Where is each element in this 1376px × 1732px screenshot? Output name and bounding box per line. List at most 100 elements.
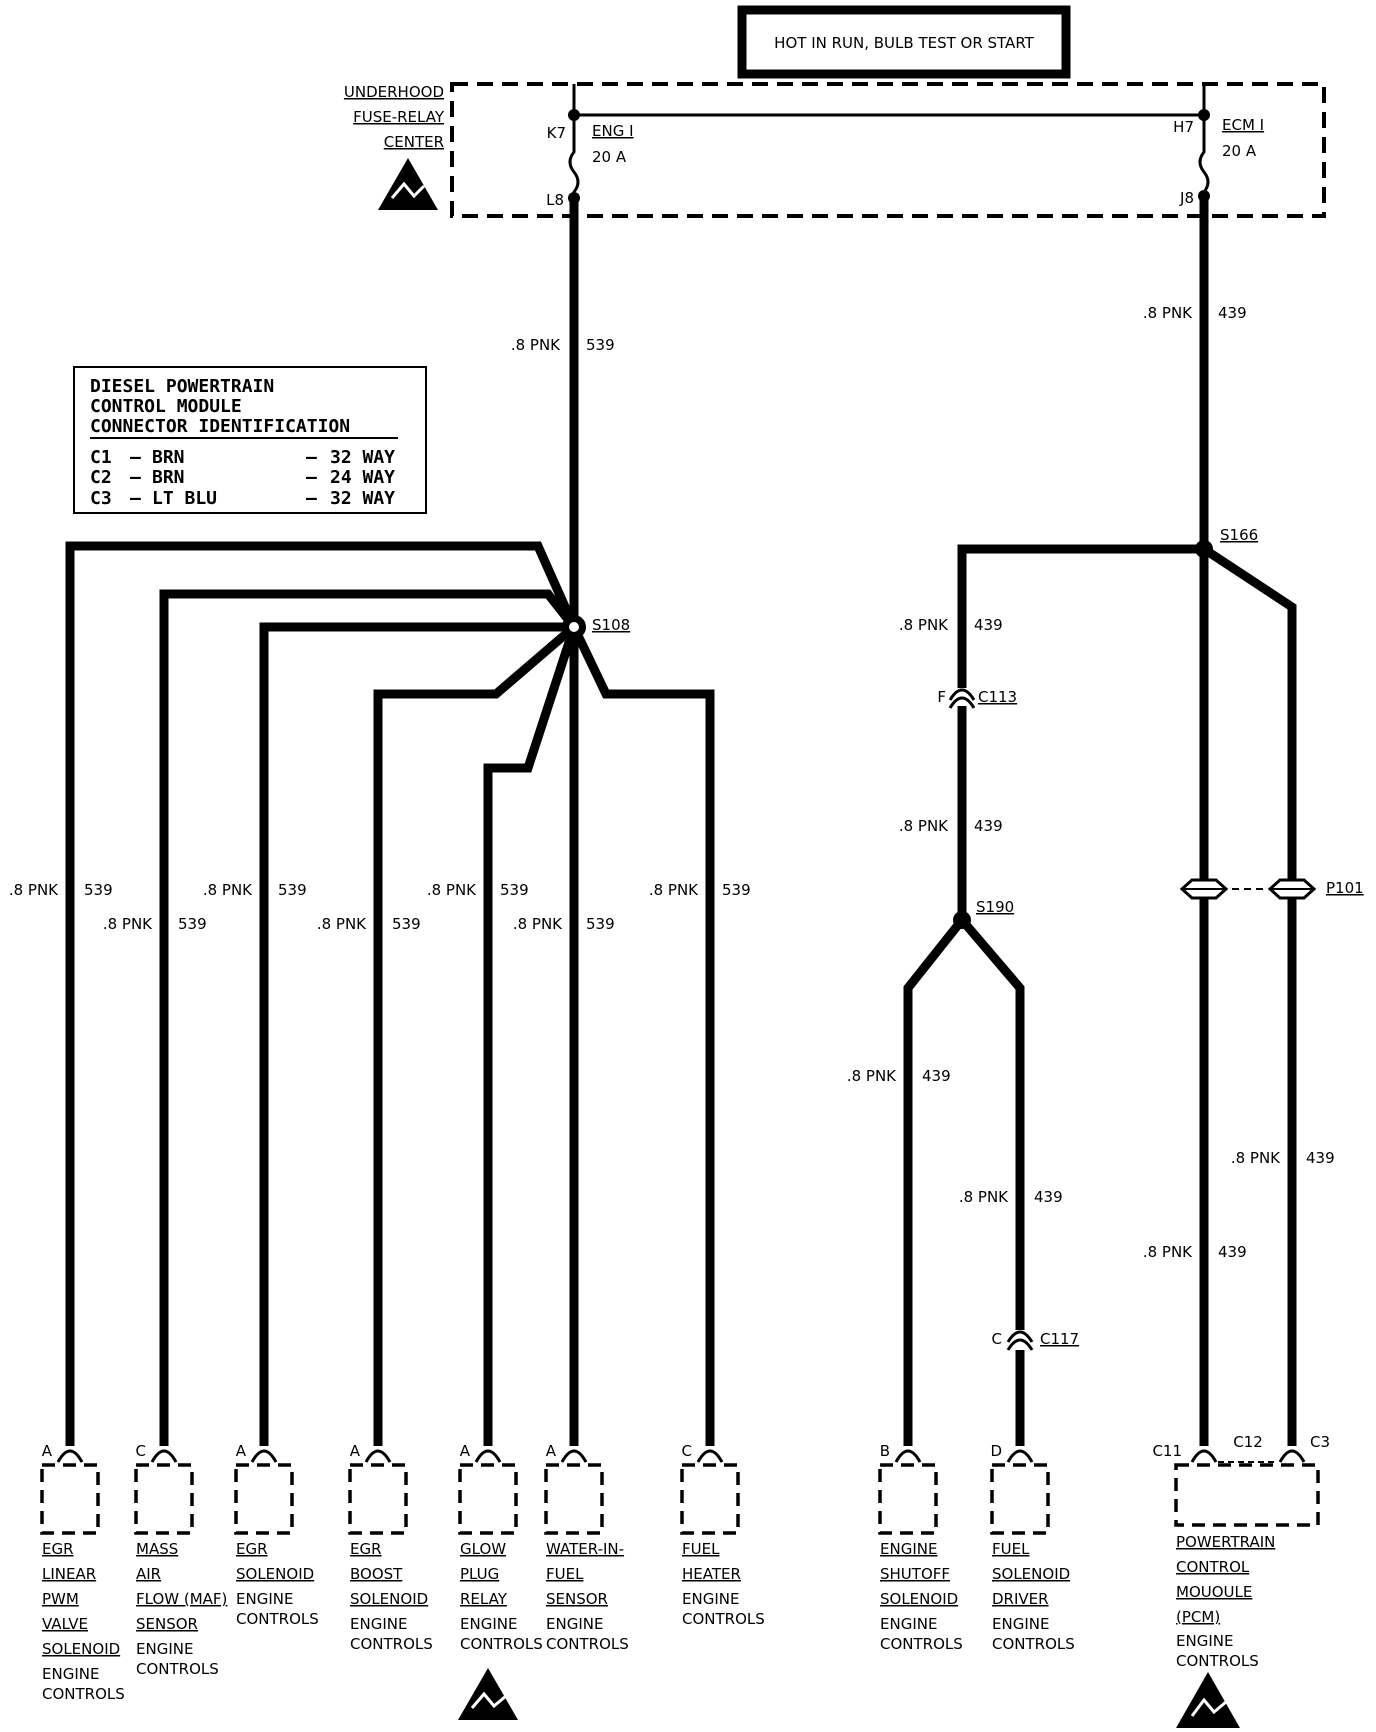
component-name-line: SOLENOID	[350, 1590, 428, 1608]
component-sub-line: CONTROLS	[42, 1685, 125, 1703]
component-body	[544, 1463, 604, 1535]
svg-text:–: –	[306, 467, 317, 488]
wire-color-fuel-solenoid: .8 PNK	[959, 1188, 1009, 1206]
wire-color-pcm-c11: .8 PNK	[1143, 1243, 1193, 1261]
pcm-sub-1: ENGINE	[1176, 1632, 1233, 1650]
component-body	[990, 1463, 1050, 1535]
component-sub-line: CONTROLS	[460, 1635, 543, 1653]
wire-color-shutoff: .8 PNK	[847, 1067, 897, 1085]
circuit-main-539: 539	[586, 336, 615, 354]
wire-color-main-539: .8 PNK	[511, 336, 561, 354]
legend-row3-ways: 32 WAY	[330, 488, 395, 509]
component-sub-line: ENGINE	[682, 1590, 739, 1608]
svg-text:–: –	[130, 447, 141, 468]
component-name-line: EGR	[350, 1540, 382, 1558]
passthrough-p101: P101	[1179, 878, 1364, 900]
wire-color-439-a: .8 PNK	[899, 616, 949, 634]
pin-label: B	[880, 1442, 890, 1460]
component-name-line: HEATER	[682, 1565, 741, 1583]
component-sub-line: ENGINE	[546, 1615, 603, 1633]
svg-text:–: –	[306, 488, 317, 509]
pcm-pin-c12: C12	[1233, 1433, 1263, 1451]
esd-warning-icon	[458, 1668, 518, 1720]
wire-color-maf: .8 PNK	[103, 915, 153, 933]
circuit-glow-plug: 539	[500, 881, 529, 899]
component-body	[680, 1463, 740, 1535]
circuit-main-439: 439	[1218, 304, 1247, 322]
pin-label: A	[460, 1442, 471, 1460]
pcm-name-3: MOUOULE	[1176, 1583, 1252, 1601]
fuse-right-rating: 20 A	[1222, 142, 1257, 160]
legend-row1-ways: 32 WAY	[330, 447, 395, 468]
component-sub-line: CONTROLS	[136, 1660, 219, 1678]
terminal	[894, 1449, 922, 1463]
component-name-line: VALVE	[42, 1615, 88, 1633]
terminal	[364, 1449, 392, 1463]
component-body	[458, 1463, 518, 1535]
pcm-name-2: CONTROL	[1176, 1558, 1250, 1576]
c113-pin: F	[937, 688, 946, 706]
component-body	[134, 1463, 194, 1535]
pin-label: A	[546, 1442, 557, 1460]
title-text: HOT IN RUN, BULB TEST OR START	[774, 34, 1034, 52]
fuse-relay-center: UNDERHOOD FUSE-RELAY CENTER K7 L8 ENG I …	[344, 82, 1326, 218]
component-sub-line: CONTROLS	[236, 1610, 319, 1628]
component-name-line: FUEL	[546, 1565, 584, 1583]
splice-s108: S108	[592, 616, 630, 634]
fuse-right-name: ECM I	[1222, 116, 1264, 134]
c117-pin: C	[992, 1330, 1002, 1348]
component-name-line: EGR	[236, 1540, 268, 1558]
component-name-line: AIR	[136, 1565, 161, 1583]
component-name-line: RELAY	[460, 1590, 508, 1608]
component-name-line: FUEL	[682, 1540, 720, 1558]
legend-title-2: CONTROL MODULE	[90, 396, 242, 417]
svg-text:–: –	[130, 488, 141, 509]
terminal	[56, 1449, 84, 1463]
component-sub-line: ENGINE	[350, 1615, 407, 1633]
connector-legend: DIESEL POWERTRAIN CONTROL MODULE CONNECT…	[73, 366, 427, 514]
wire-color-egr-linear: .8 PNK	[9, 881, 59, 899]
component-name-line: DRIVER	[992, 1590, 1049, 1608]
connector-c113: F C113	[937, 688, 1017, 709]
pcm-name-4: (PCM)	[1176, 1608, 1220, 1626]
esd-warning-icon	[1176, 1672, 1240, 1728]
component-name-line: LINEAR	[42, 1565, 96, 1583]
component-name-line: EGR	[42, 1540, 74, 1558]
pcm-name-1: POWERTRAIN	[1176, 1533, 1275, 1551]
component-name-line: WATER-IN-	[546, 1540, 624, 1558]
legend-row2-ways: 24 WAY	[330, 467, 395, 488]
svg-text:–: –	[306, 447, 317, 468]
connector-c117: C C117	[992, 1330, 1079, 1351]
component-sub-line: ENGINE	[42, 1665, 99, 1683]
splice-s190: S190	[976, 898, 1014, 916]
legend-row3-id: C3	[90, 488, 112, 509]
legend-row1-color: BRN	[152, 447, 185, 468]
fuse-left-top-pin: K7	[547, 124, 566, 142]
component-name-line: FUEL	[992, 1540, 1030, 1558]
component-sub-line: CONTROLS	[992, 1635, 1075, 1653]
component-name-line: SENSOR	[136, 1615, 198, 1633]
pcm-sub-2: CONTROLS	[1176, 1652, 1259, 1670]
component-name-line: SOLENOID	[42, 1640, 120, 1658]
circuit-fuel-solenoid: 439	[1034, 1188, 1063, 1206]
circuit-pcm-c3: 439	[1306, 1149, 1335, 1167]
svg-text:–: –	[130, 467, 141, 488]
component-name-line: SOLENOID	[236, 1565, 314, 1583]
component-name-line: FLOW (MAF)	[136, 1590, 227, 1608]
pcm-pin-c11: C11	[1152, 1442, 1182, 1460]
pin-label: A	[350, 1442, 361, 1460]
terminal	[1006, 1449, 1034, 1463]
terminal	[560, 1449, 588, 1463]
component-name-line: SENSOR	[546, 1590, 608, 1608]
component-body	[878, 1463, 938, 1535]
fuse-left-rating: 20 A	[592, 148, 627, 166]
pin-label: C	[682, 1442, 692, 1460]
circuit-439-b: 439	[974, 817, 1003, 835]
